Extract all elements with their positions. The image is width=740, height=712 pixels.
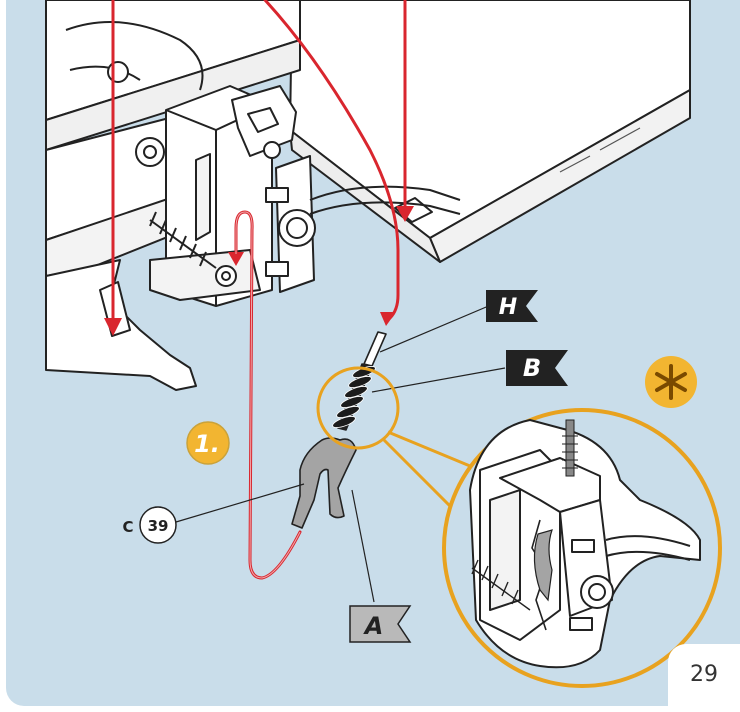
tie-rod-part xyxy=(291,331,387,529)
steering-block xyxy=(149,85,461,307)
callout-source-ring xyxy=(316,366,400,450)
flag-b-label: B xyxy=(523,354,541,382)
flag-h: H xyxy=(486,290,538,322)
detail-rod xyxy=(533,419,578,602)
page-number-box: 29 xyxy=(668,644,740,712)
axle-spring xyxy=(149,211,217,269)
step-badge: 1. xyxy=(186,421,230,465)
part-label: C 39 xyxy=(122,506,177,544)
leader-lines xyxy=(175,301,506,603)
detail-drawing xyxy=(469,419,701,669)
flag-a-label: A xyxy=(363,612,384,640)
base-plate xyxy=(289,0,691,263)
asterisk-icon xyxy=(645,356,697,408)
arrow-curved xyxy=(263,0,400,320)
leader-39 xyxy=(175,483,305,523)
part-prefix: C xyxy=(122,518,133,536)
part-number: 39 xyxy=(148,517,169,535)
page-number: 29 xyxy=(690,662,718,687)
leader-h xyxy=(379,301,499,353)
step-number: 1. xyxy=(194,430,220,458)
flag-h-label: H xyxy=(499,295,517,320)
detail-spring xyxy=(471,559,531,611)
leader-a xyxy=(351,489,375,603)
flag-b: B xyxy=(506,350,568,386)
flag-a: A xyxy=(349,605,412,643)
detail-callout xyxy=(316,366,471,510)
arrow-heads xyxy=(104,206,414,336)
